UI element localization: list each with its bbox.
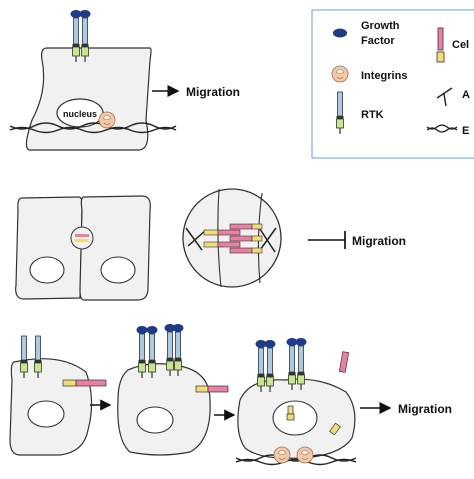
legend-integrins: Integrins [361,70,407,82]
legend-cadherin-partial: Cel [452,39,469,51]
panel1-migration-label: Migration [186,85,240,99]
panel2-cell-pair [15,195,151,301]
cadherin-zipper [203,223,263,254]
integrin-icon [331,65,349,83]
legend-growth-factor-1: Growth [361,20,400,32]
panel3-cell1-cadherin [62,379,107,387]
cadherin-icon [436,27,445,63]
panel3-released-cadherin [338,351,350,373]
panel3-cell-3 [235,337,357,466]
legend-actin-partial: A [462,89,470,101]
panel3-migration-label: Migration [398,402,452,416]
rtk-icon [335,91,345,135]
panel1-ecm-fiber-1 [9,126,177,134]
legend-ecm-partial: E [462,125,469,137]
legend-box: Growth Factor Integrins RTK Cel A E [311,9,474,159]
nucleus-label: nucleus [63,109,97,119]
panel1-integrin [98,111,116,129]
panel1-cell: nucleus [25,47,152,151]
panel3-cell-2 [117,323,229,456]
panel2-inhibit-arrow [308,231,346,249]
actin-icon [436,87,453,107]
legend-rtk: RTK [361,109,384,121]
panel3-cell-1 [9,335,107,456]
panel3-cell2-cadherin [195,385,229,393]
panel2-cell-left [15,196,84,300]
panel1-ecm-fiber-2 [9,122,177,130]
legend-growth-factor-2: Factor [361,35,395,47]
growth-factor-icon [333,28,347,38]
panel2-zoom-circle [182,188,282,288]
ecm-icon [426,124,458,133]
panel2-migration-label: Migration [352,234,406,248]
panel3-cell3-internal-cadherin [286,405,295,421]
panel2-cell-right [79,195,151,301]
panel3-cell3-cadherin [329,422,341,436]
